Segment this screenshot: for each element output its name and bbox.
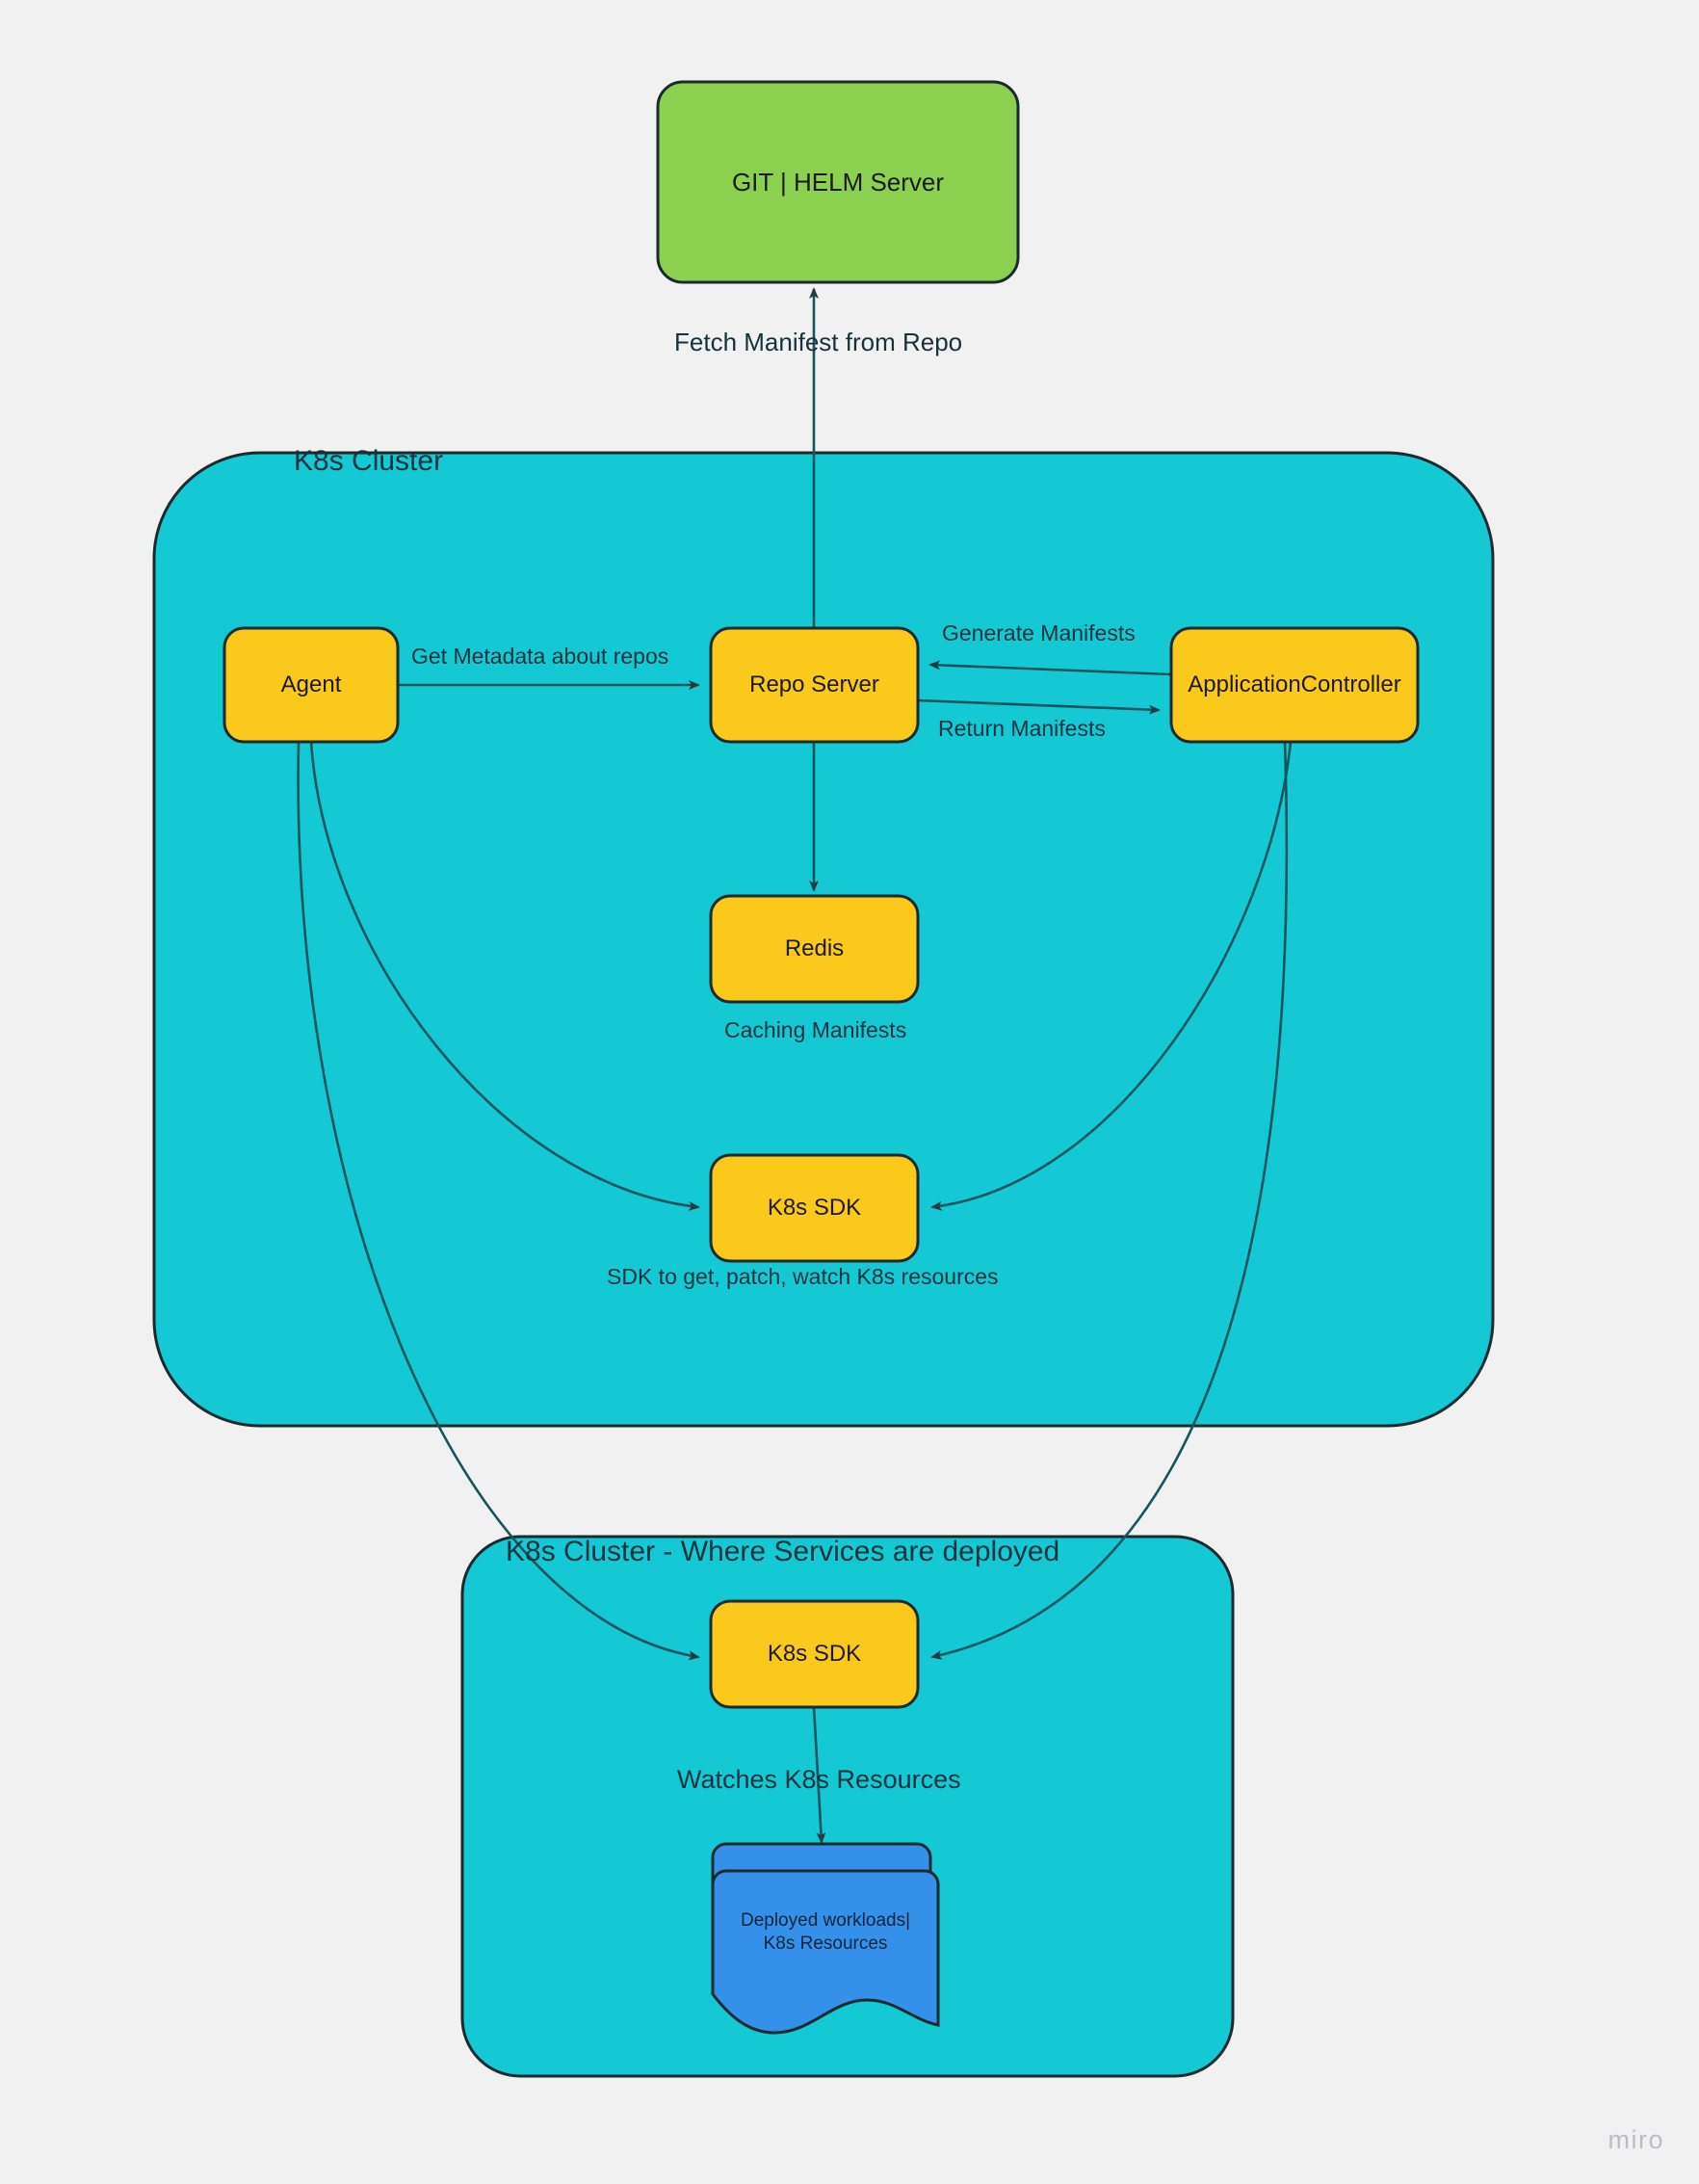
node-agent-shape[interactable] xyxy=(222,626,400,744)
cluster-k8s-services-shape[interactable] xyxy=(460,1535,1235,2078)
node-deployed-workloads-label: Deployed workloads| K8s Resources xyxy=(717,1875,934,1990)
node-application-controller-label: ApplicationController xyxy=(1188,671,1401,697)
edge-appcontroller-to-repo-server xyxy=(928,660,1172,676)
node-redis-label: Redis xyxy=(784,935,845,961)
node-repo-server-label: Repo Server xyxy=(749,671,879,697)
node-agent-label: Agent xyxy=(280,671,342,697)
edge-appcontroller-to-k8s-sdk-main xyxy=(930,741,1293,1211)
node-deployed-workloads-label-line1: Deployed workloads| xyxy=(740,1910,911,1932)
edge-agent-to-k8s-sdk-main xyxy=(309,741,700,1211)
node-deployed-workloads-shape[interactable] xyxy=(711,1869,940,2035)
node-repo-server-shape[interactable] xyxy=(709,626,920,744)
node-git-helm-server-label: GIT | HELM Server xyxy=(731,167,945,197)
edge-appcontroller-to-k8s-sdk-services xyxy=(930,741,1289,1660)
edge-agent-to-k8s-sdk-services xyxy=(297,741,700,1661)
node-k8s-sdk-services-label: K8s SDK xyxy=(767,1641,862,1667)
node-k8s-sdk-main-label: K8s SDK xyxy=(767,1195,862,1221)
node-k8s-sdk-services-shape[interactable] xyxy=(709,1599,920,1709)
node-git-helm-server-shape[interactable] xyxy=(656,80,1020,284)
node-deployed-workloads-label-line2: K8s Resources xyxy=(763,1934,888,1954)
node-redis-shape[interactable] xyxy=(709,894,920,1004)
miro-watermark: miro xyxy=(1608,2125,1664,2154)
edge-repo-server-to-appcontroller xyxy=(917,698,1161,715)
edge-k8s-sdk-services-to-workloads xyxy=(812,1706,826,1844)
node-application-controller-shape[interactable] xyxy=(1169,626,1420,744)
node-k8s-sdk-main-shape[interactable] xyxy=(709,1153,920,1263)
